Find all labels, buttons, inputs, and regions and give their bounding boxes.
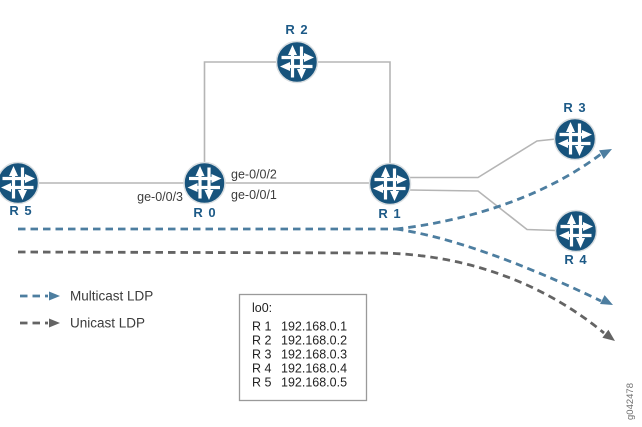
- loopback-box: lo0: R 1 192.168.0.1 R 2 192.168.0.2 R 3…: [238, 293, 368, 402]
- loopback-ip: 192.168.0.1: [281, 320, 347, 334]
- router-label-r2: R 2: [285, 22, 308, 37]
- router-r1-icon: [367, 161, 413, 207]
- multicast-ldp-paths: [18, 149, 613, 305]
- router-r4-icon: [553, 208, 599, 254]
- legend-unicast-arrow-icon: [49, 318, 60, 328]
- router-label-r0: R 0: [193, 205, 216, 220]
- link-r1-r4: [409, 189, 557, 232]
- loopback-box-title: lo0:: [252, 301, 272, 315]
- physical-links: [18, 61, 557, 232]
- legend-unicast-label: Unicast LDP: [70, 316, 145, 331]
- interface-label-ge-0-0-2: ge-0/0/2: [231, 168, 277, 182]
- legend: Multicast LDP Unicast LDP: [20, 289, 153, 331]
- loopback-router: R 5: [252, 376, 272, 390]
- link-r1-r3: [410, 138, 557, 179]
- router-label-r4: R 4: [564, 252, 587, 267]
- legend-multicast-label: Multicast LDP: [70, 289, 153, 304]
- interface-label-ge-0-0-1: ge-0/0/1: [231, 188, 277, 202]
- routers: R 5 R 0 R 1 R 2 R 3 R 4: [0, 22, 599, 267]
- unicast-arrowhead-icon: [602, 329, 615, 341]
- loopback-router: R 1: [252, 320, 272, 334]
- router-r2-icon: [274, 39, 320, 85]
- unicast-path: [17, 250, 605, 335]
- router-label-r5: R 5: [9, 203, 32, 218]
- multicast-branch-upper: [395, 152, 602, 231]
- loopback-router: R 3: [252, 348, 272, 362]
- figure-id: g042478: [625, 383, 636, 420]
- loopback-router: R 2: [252, 334, 272, 348]
- router-label-r3: R 3: [563, 100, 586, 115]
- loopback-ip: 192.168.0.4: [281, 362, 347, 376]
- router-r0-icon: [182, 160, 227, 206]
- router-r3-icon: [552, 116, 598, 162]
- unicast-ldp-path: [17, 250, 615, 341]
- legend-multicast-arrow-icon: [49, 291, 60, 301]
- interface-labels: ge-0/0/2 ge-0/0/1 ge-0/0/3: [137, 168, 277, 205]
- loopback-row: R 5 192.168.0.5: [252, 376, 347, 390]
- router-r5-icon: [0, 160, 41, 206]
- multicast-arrowhead-upper-icon: [599, 149, 612, 160]
- loopback-ip: 192.168.0.2: [281, 334, 347, 348]
- loopback-row: R 4 192.168.0.4: [252, 362, 347, 376]
- loopback-ip: 192.168.0.5: [281, 376, 347, 390]
- interface-label-ge-0-0-3: ge-0/0/3: [137, 190, 183, 204]
- loopback-row: R 1 192.168.0.1: [252, 320, 347, 334]
- loopback-router: R 4: [252, 362, 272, 376]
- loopback-ip: 192.168.0.3: [281, 348, 347, 362]
- loopback-box-border: [238, 293, 368, 402]
- multicast-arrowhead-lower-icon: [600, 295, 613, 305]
- loopback-row: R 3 192.168.0.3: [252, 348, 347, 362]
- router-label-r1: R 1: [378, 206, 401, 221]
- loopback-row: R 2 192.168.0.2: [252, 334, 347, 348]
